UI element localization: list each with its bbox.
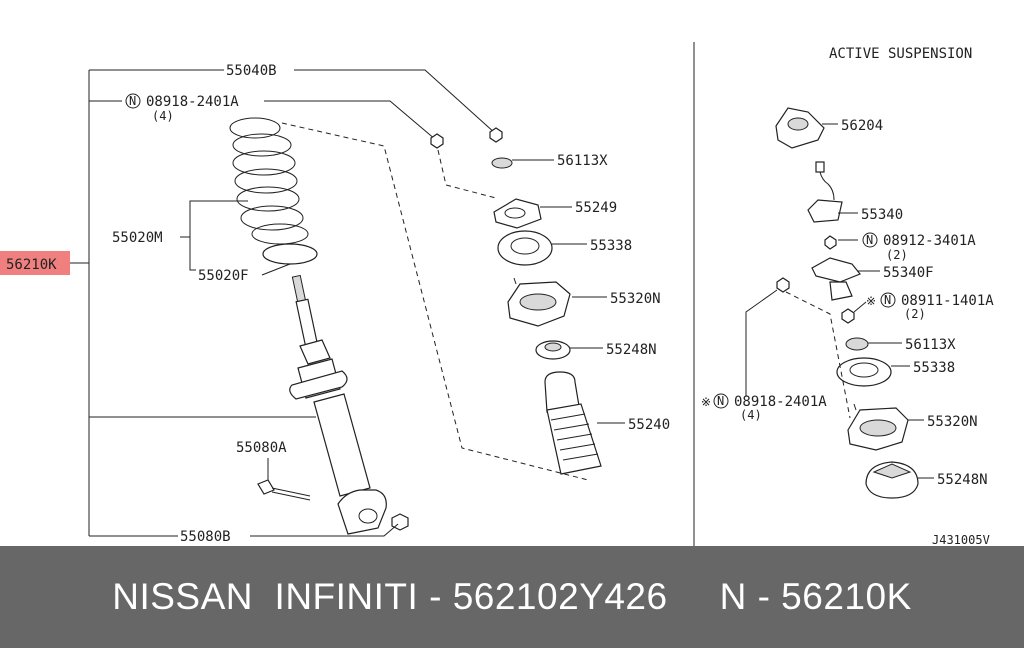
bumper-55248N-right: [865, 461, 919, 499]
highlight-box[interactable]: [0, 251, 70, 275]
qty-08918-2401A-right: (4): [740, 408, 762, 422]
qty-08911-1401A: (2): [904, 307, 926, 321]
active-suspension-title: ACTIVE SUSPENSION: [829, 46, 972, 62]
label-55080A[interactable]: 55080A: [236, 440, 287, 456]
nut-symbol-icon: [880, 292, 896, 308]
label-56113X-right[interactable]: 56113X: [905, 337, 956, 353]
shock-absorber: [289, 274, 387, 535]
label-55020F[interactable]: 55020F: [198, 268, 249, 284]
label-08912-3401A[interactable]: 08912-3401A: [883, 233, 976, 249]
washer-56113X: [491, 157, 513, 169]
label-55240[interactable]: 55240: [628, 417, 670, 433]
nut-08912: [824, 235, 837, 250]
label-55080B[interactable]: 55080B: [180, 529, 231, 545]
nut-08918: [430, 133, 444, 149]
label-55248N-right[interactable]: 55248N: [937, 472, 988, 488]
svg-text:N: N: [884, 293, 891, 307]
svg-text:N: N: [866, 233, 873, 247]
bump-stop-55240: [544, 371, 602, 475]
footer-part-number: NISSAN INFINITI - 562102Y426: [112, 576, 668, 617]
mount-55320N: [507, 277, 571, 327]
nut-55040B: [489, 127, 503, 143]
label-55020M[interactable]: 55020M: [112, 230, 163, 246]
bracket-55340F: [811, 257, 861, 283]
label-55340[interactable]: 55340: [861, 207, 903, 223]
svg-text:N: N: [717, 394, 724, 408]
label-55040B[interactable]: 55040B: [226, 63, 277, 79]
footer-bar: NISSAN INFINITI - 562102Y426 N - 56210K: [0, 546, 1024, 648]
nut-symbol-icon: [862, 232, 878, 248]
parts-diagram: ACTIVE SUSPENSION J431005V 56210K 55040B…: [0, 42, 994, 546]
seat-55338: [497, 230, 553, 266]
label-08911-1401A[interactable]: 08911-1401A: [901, 293, 994, 309]
label-55338-right[interactable]: 55338: [913, 360, 955, 376]
label-56113X[interactable]: 56113X: [557, 153, 608, 169]
diagram-code: J431005V: [932, 533, 990, 546]
svg-text:N: N: [129, 94, 136, 108]
qty-08912-3401A: (2): [886, 248, 908, 262]
label-55248N[interactable]: 55248N: [606, 342, 657, 358]
label-55338[interactable]: 55338: [590, 238, 632, 254]
asterisk-08918: ※: [701, 395, 711, 409]
nut-symbol-icon: [713, 393, 729, 409]
nut-symbol-icon: [125, 93, 141, 109]
mount-55320N-right: [847, 403, 909, 451]
asterisk-08911: ※: [866, 294, 876, 308]
coil-spring-55020M: [229, 117, 309, 245]
qty-08918-2401A: (4): [152, 109, 174, 123]
label-56204[interactable]: 56204: [841, 118, 883, 134]
nut-08911: [841, 308, 855, 324]
plate-55249: [493, 198, 542, 229]
label-55249[interactable]: 55249: [575, 200, 617, 216]
bolt-55080A: [257, 479, 275, 495]
label-55340F[interactable]: 55340F: [883, 265, 934, 281]
label-56210K[interactable]: 56210K: [6, 257, 57, 273]
seat-55338-right: [836, 357, 892, 387]
nut-08918-right: [776, 277, 790, 293]
label-08918-2401A[interactable]: 08918-2401A: [146, 94, 239, 110]
label-55320N[interactable]: 55320N: [610, 291, 661, 307]
label-55320N-right[interactable]: 55320N: [927, 414, 978, 430]
label-08918-2401A-right[interactable]: 08918-2401A: [734, 394, 827, 410]
spring-seat-55020F: [262, 243, 318, 265]
washer-56113X-right: [845, 337, 869, 351]
footer-oem-code: N - 56210K: [719, 576, 912, 617]
actuator-55340: [807, 199, 843, 223]
